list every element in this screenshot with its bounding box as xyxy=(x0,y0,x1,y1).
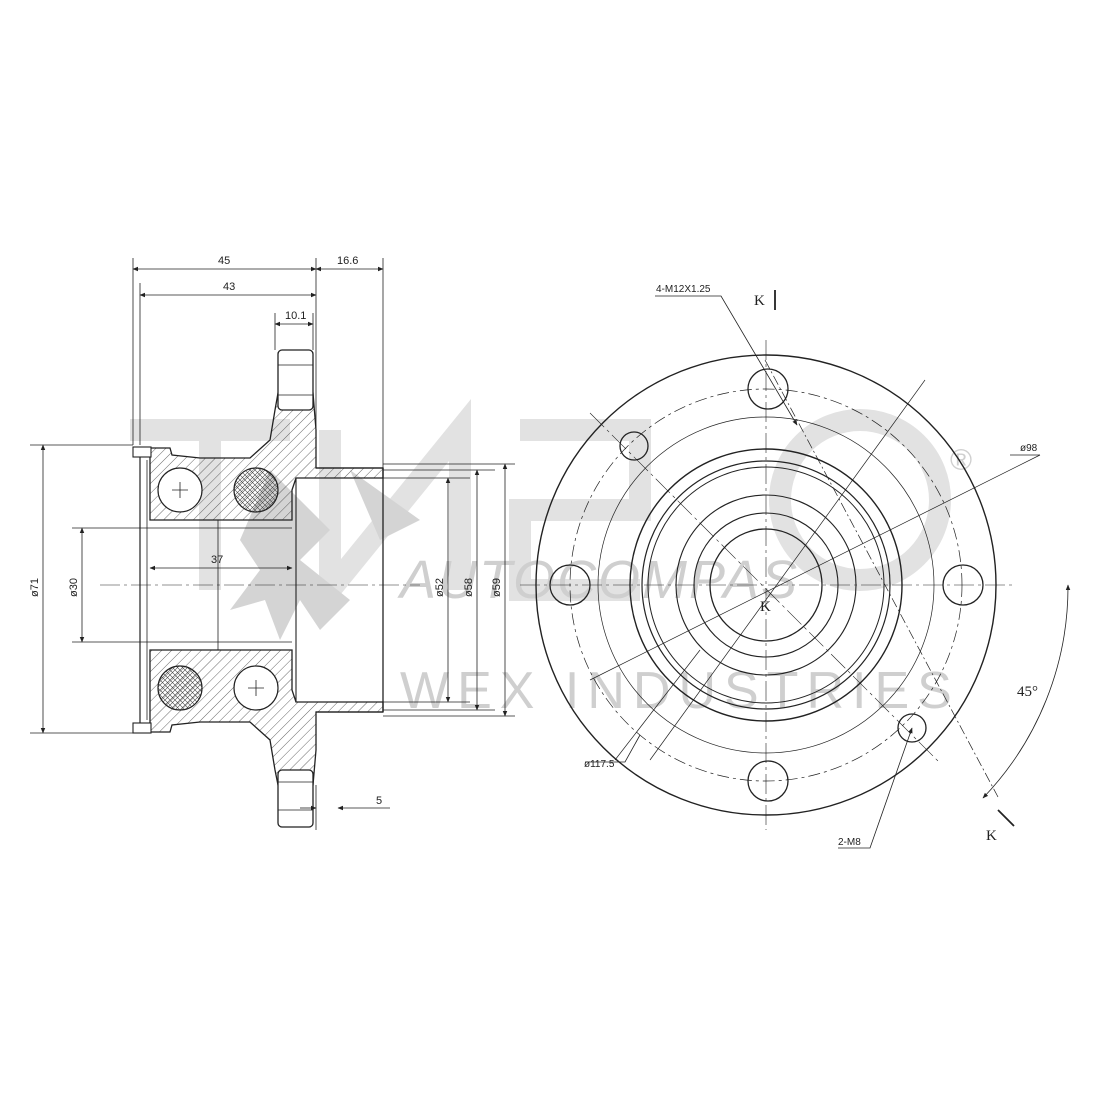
watermark: AUTOCOMPAS WEX INDUSTRIES ® xyxy=(130,399,972,720)
bolt-hole-m8-lower xyxy=(897,713,927,743)
dim-phi59: ø59 xyxy=(491,578,503,597)
side-dimension-labels: 45 16.6 43 10.1 37 5 ø71 ø30 ø52 ø58 ø59 xyxy=(29,255,503,807)
bearing-ball-lower-left xyxy=(157,665,203,711)
bolt-hole-m12-bottom xyxy=(747,760,789,802)
bolt-hole-m8-upper xyxy=(619,431,649,461)
dim-37: 37 xyxy=(211,554,223,566)
label-angle-45: 45° xyxy=(1017,684,1038,700)
label-pcd-98: ø98 xyxy=(1020,443,1038,454)
front-view-labels: 4-M12X1.25 2-M8 ø98 ø117.5 45° K K K xyxy=(584,284,1038,848)
side-section-view xyxy=(100,349,420,828)
side-dimensions xyxy=(30,258,515,830)
dim-10-1: 10.1 xyxy=(285,310,306,322)
dim-phi30: ø30 xyxy=(68,578,80,597)
label-thread-m12: 4-M12X1.25 xyxy=(656,284,711,295)
label-pcd-117-5: ø117.5 xyxy=(584,759,615,770)
label-section-k-top: K xyxy=(754,293,765,309)
angle-arc-45 xyxy=(982,584,1071,799)
flange-stud-bottom xyxy=(277,769,314,828)
dim-45: 45 xyxy=(218,255,230,267)
hub-outer-ring-2 xyxy=(641,460,891,710)
seal-upper xyxy=(132,446,152,458)
label-section-k-bottom: K xyxy=(986,828,997,844)
front-view xyxy=(520,290,1071,849)
watermark-brand: AUTOCOMPAS xyxy=(397,550,799,610)
bearing-ball-upper-right xyxy=(233,467,279,513)
seal-lower xyxy=(132,722,152,734)
dim-phi58: ø58 xyxy=(463,578,475,597)
dim-phi52: ø52 xyxy=(434,578,446,597)
dim-phi71: ø71 xyxy=(29,578,41,597)
bolt-hole-m12-top xyxy=(747,368,789,410)
dim-43: 43 xyxy=(223,281,235,293)
hub-body-upper xyxy=(149,392,384,521)
label-thread-m8: 2-M8 xyxy=(838,837,861,848)
label-center-k: K xyxy=(760,599,771,615)
watermark-registered: ® xyxy=(950,444,972,477)
dim-5: 5 xyxy=(376,795,382,807)
flange-stud-top xyxy=(277,349,314,411)
dim-16-6: 16.6 xyxy=(337,255,358,267)
